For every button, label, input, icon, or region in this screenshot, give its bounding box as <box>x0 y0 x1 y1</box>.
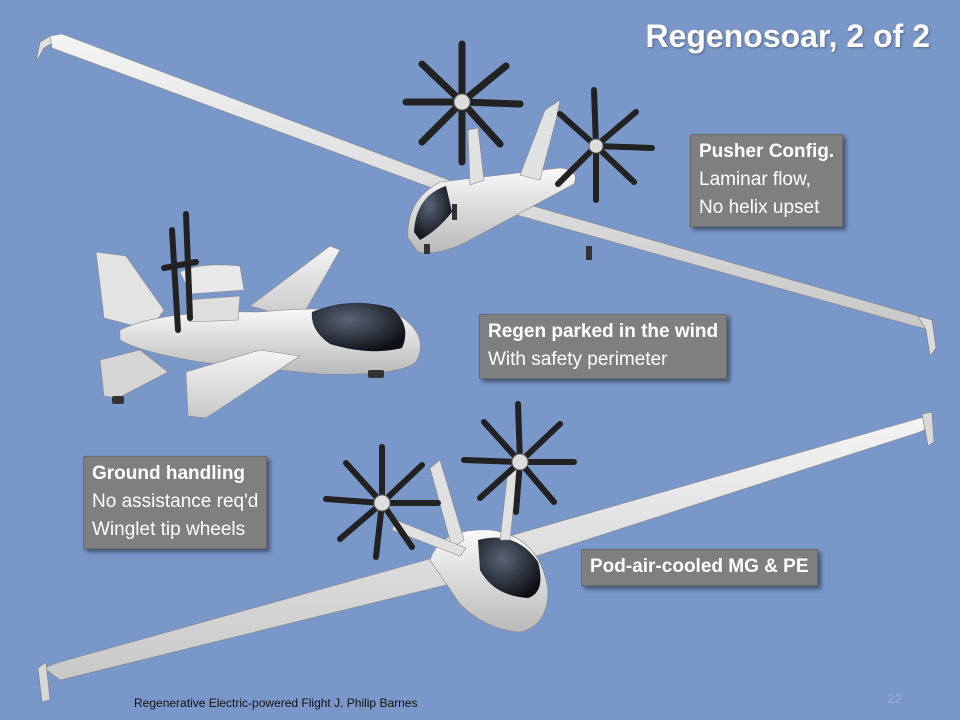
callout-pusher-line2: No helix upset <box>699 197 820 218</box>
aircraft-top <box>35 33 937 357</box>
slide-title: Regenosoar, 2 of 2 <box>645 18 930 54</box>
callout-pod: Pod-air-cooled MG & PE <box>581 549 818 586</box>
callout-ground-line1: No assistance req'd <box>92 491 259 512</box>
callout-regen-heading: Regen parked in the wind <box>488 321 719 342</box>
callout-ground: Ground handling No assistance req'd Wing… <box>83 456 268 549</box>
slide-footer: Regenerative Electric-powered Flight J. … <box>134 696 418 710</box>
callout-pod-heading: Pod-air-cooled MG & PE <box>590 556 809 577</box>
callout-pusher-heading: Pusher Config. <box>699 141 835 162</box>
callout-pusher: Pusher Config. Laminar flow, No helix up… <box>690 134 844 227</box>
callout-ground-line2: Winglet tip wheels <box>92 519 246 540</box>
aircraft-middle <box>95 211 421 419</box>
callout-pusher-line1: Laminar flow, <box>699 169 811 190</box>
page-number: 22 <box>887 691 902 706</box>
callout-regen-line1: With safety perimeter <box>488 349 668 370</box>
callout-regen: Regen parked in the wind With safety per… <box>479 314 728 379</box>
callout-ground-heading: Ground handling <box>92 463 246 484</box>
aircraft-bottom <box>37 401 935 703</box>
